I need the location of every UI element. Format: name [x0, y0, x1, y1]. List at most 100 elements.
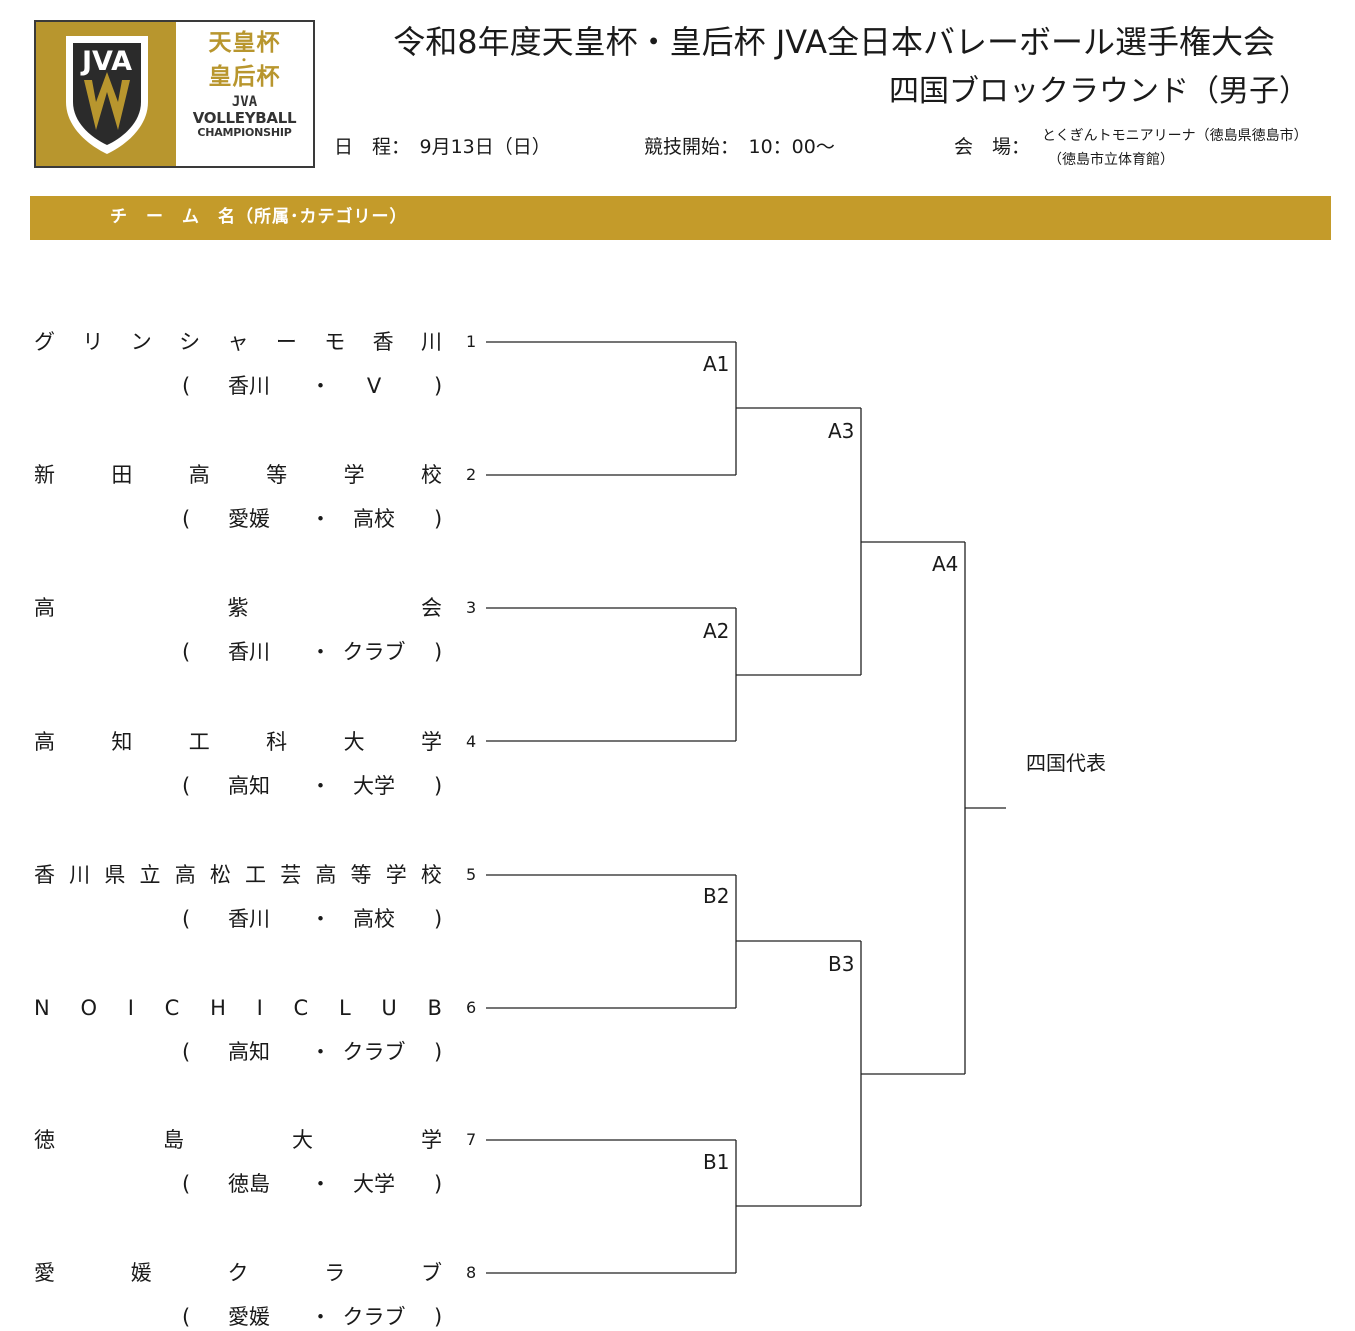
team-name-char: グ: [34, 330, 55, 354]
page-title: 令和8年度天皇杯・皇后杯 JVA全日本バレーボール選手権大会: [393, 23, 1275, 61]
affiliation-category: 大学: [353, 774, 395, 798]
affiliation-paren: ): [434, 1040, 443, 1064]
team-name-char: N: [34, 996, 50, 1020]
affiliation-category: 高校: [353, 507, 395, 531]
team-name-char: ラ: [324, 1261, 346, 1285]
team-header-band: チ ー ム 名（所属･カテゴリー）: [30, 196, 1331, 240]
team-affiliation-2: ( 愛媛 ・高校): [182, 506, 442, 532]
affiliation-separator: ・: [310, 1172, 331, 1196]
affiliation-separator: ・: [310, 774, 331, 798]
affiliation-paren: (: [182, 507, 191, 531]
team-name-char: 学: [343, 463, 365, 487]
team-name-char: モ: [324, 330, 346, 354]
team-name-char: 香: [372, 330, 394, 354]
team-affiliation-6: (高知・クラブ): [182, 1039, 442, 1065]
affiliation-paren: (: [182, 774, 191, 798]
team-name-char: 松: [209, 863, 231, 887]
team-name-2: 新田高等学校: [34, 462, 442, 488]
affiliation-prefecture: 高知: [228, 774, 270, 798]
team-name-char: 徳: [34, 1128, 55, 1152]
logo-title-line1: 天皇杯: [208, 30, 281, 56]
affiliation-category: 大学: [353, 1172, 395, 1196]
jva-logo: JVA 天皇杯 ・ 皇后杯 JVA VOLLEYBALL CHAMPIONSHI…: [34, 20, 315, 168]
team-affiliation-8: (愛媛・クラブ): [182, 1304, 442, 1330]
affiliation-separator: ・: [310, 1040, 331, 1064]
affiliation-separator: ・: [310, 507, 331, 531]
schedule-date: 日 程： 9月13日（日）: [334, 136, 551, 158]
affiliation-paren: ): [434, 774, 443, 798]
team-name-char: 立: [139, 863, 161, 887]
team-affiliation-4: ( 高知 ・大学): [182, 773, 442, 799]
venue-name: とくぎんトモニアリーナ（徳島県徳島市）: [1042, 128, 1308, 144]
team-name-char: ン: [130, 330, 152, 354]
affiliation-paren: ): [434, 1305, 443, 1329]
team-name-char: C: [293, 996, 309, 1020]
team-name-char: B: [427, 996, 442, 1020]
team-name-char: 高: [34, 596, 55, 620]
team-name-char: 紫: [227, 596, 249, 620]
team-name-char: 新: [34, 463, 55, 487]
affiliation-separator: ・: [310, 1305, 331, 1329]
affiliation-prefecture: 香川: [228, 374, 270, 398]
affiliation-paren: (: [182, 374, 191, 398]
team-name-char: 知: [111, 730, 133, 754]
affiliation-prefecture: 愛媛: [228, 507, 270, 531]
seed-number-7: 7: [466, 1130, 477, 1149]
team-name-char: 高: [174, 863, 196, 887]
team-name-char: 校: [420, 863, 442, 887]
team-name-char: 芸: [280, 863, 302, 887]
seed-number-1: 1: [466, 332, 477, 351]
team-name-8: 愛媛クラブ: [34, 1260, 442, 1286]
team-name-3: 高紫会: [34, 595, 442, 621]
team-affiliation-5: (香川・高校): [182, 906, 442, 932]
match-label-b1: B1: [703, 1150, 730, 1174]
affiliation-paren: (: [182, 1305, 191, 1329]
affiliation-paren: (: [182, 907, 191, 931]
logo-title-line2: 皇后杯: [208, 64, 281, 90]
affiliation-paren: (: [182, 1040, 191, 1064]
affiliation-prefecture: 香川: [228, 640, 270, 664]
affiliation-separator: ・: [310, 640, 331, 664]
team-name-char: 島: [163, 1128, 184, 1152]
logo-jva-text: JVA: [231, 94, 258, 110]
team-name-char: I: [127, 996, 134, 1020]
team-name-char: 川: [69, 863, 91, 887]
team-name-char: 大: [343, 730, 365, 754]
team-name-char: 等: [350, 863, 372, 887]
affiliation-category: クラブ: [342, 640, 406, 664]
affiliation-paren: ): [434, 507, 443, 531]
team-name-char: 科: [266, 730, 288, 754]
venue-label: 会 場：: [954, 136, 1031, 158]
team-name-char: リ: [82, 330, 104, 354]
start-time: 競技開始： 10：00～: [644, 136, 835, 158]
venue-alt-name: （徳島市立体育館）: [1048, 152, 1174, 168]
team-header-label: チ ー ム 名（所属･カテゴリー）: [110, 207, 408, 227]
team-name-char: H: [210, 996, 226, 1020]
match-label-a2: A2: [703, 619, 730, 643]
team-name-4: 高知工科大学: [34, 729, 442, 755]
team-name-char: 川: [421, 330, 442, 354]
affiliation-paren: ): [434, 1172, 443, 1196]
team-name-char: I: [256, 996, 263, 1020]
logo-volleyball-text: VOLLEYBALL: [192, 109, 297, 127]
jva-shield-icon: JVA: [66, 36, 148, 154]
match-label-b3: B3: [828, 952, 855, 976]
affiliation-paren: (: [182, 1172, 191, 1196]
team-name-char: O: [80, 996, 97, 1020]
affiliation-separator: ・: [310, 907, 331, 931]
team-name-char: シ: [179, 330, 201, 354]
match-label-b2: B2: [703, 884, 730, 908]
team-name-char: 工: [188, 730, 210, 754]
team-name-char: 学: [420, 730, 442, 754]
team-name-5: 香川県立高松工芸高等学校: [34, 862, 442, 888]
team-name-char: 県: [104, 863, 126, 887]
match-label-a4: A4: [932, 552, 959, 576]
seed-number-8: 8: [466, 1263, 477, 1282]
affiliation-category: 高校: [353, 907, 395, 931]
affiliation-prefecture: 香川: [228, 907, 270, 931]
team-name-char: L: [338, 996, 351, 1020]
team-name-char: 校: [420, 463, 442, 487]
team-affiliation-7: (徳島・大学): [182, 1171, 442, 1197]
svg-text:JVA: JVA: [80, 46, 132, 77]
